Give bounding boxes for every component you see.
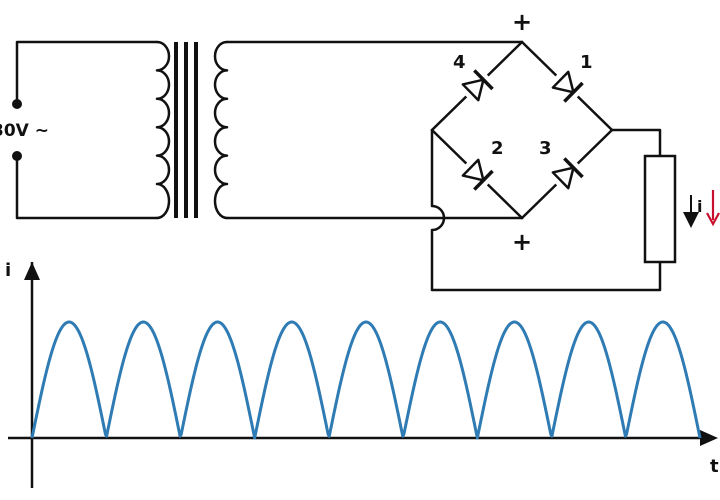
diode-3 xyxy=(545,152,589,196)
polarity-top: + xyxy=(512,8,532,36)
bridge-rectifier: 1 2 3 4 + + xyxy=(430,8,614,256)
load-resistor xyxy=(643,154,677,264)
diode-2 xyxy=(455,152,499,196)
y-axis-arrowhead xyxy=(24,262,40,280)
secondary-coil xyxy=(213,40,229,220)
diode-1 xyxy=(545,64,589,108)
source-terminal-bottom xyxy=(12,151,22,161)
secondary-wiring xyxy=(225,40,662,292)
source-voltage-label: 30V ~ xyxy=(0,121,49,141)
x-axis-arrowhead xyxy=(700,430,718,446)
rectified-current-waveform xyxy=(30,320,702,440)
polarity-bottom: + xyxy=(512,228,532,256)
transformer xyxy=(155,40,229,220)
diode-label-1: 1 xyxy=(580,52,593,73)
primary-coil xyxy=(155,40,171,220)
transformer-core xyxy=(174,42,198,218)
ac-source: 30V ~ xyxy=(0,40,159,220)
load-current-label: i xyxy=(697,197,702,216)
diode-label-2: 2 xyxy=(491,138,504,159)
current-arrow-red xyxy=(706,190,720,227)
diode-label-4: 4 xyxy=(453,52,466,73)
x-axis-label: t xyxy=(710,456,719,477)
source-terminal-top xyxy=(12,99,22,109)
y-axis-label: i xyxy=(5,260,11,281)
waveform-graph: i t xyxy=(5,260,719,488)
diode-label-3: 3 xyxy=(539,138,552,159)
diode-4 xyxy=(455,64,499,108)
